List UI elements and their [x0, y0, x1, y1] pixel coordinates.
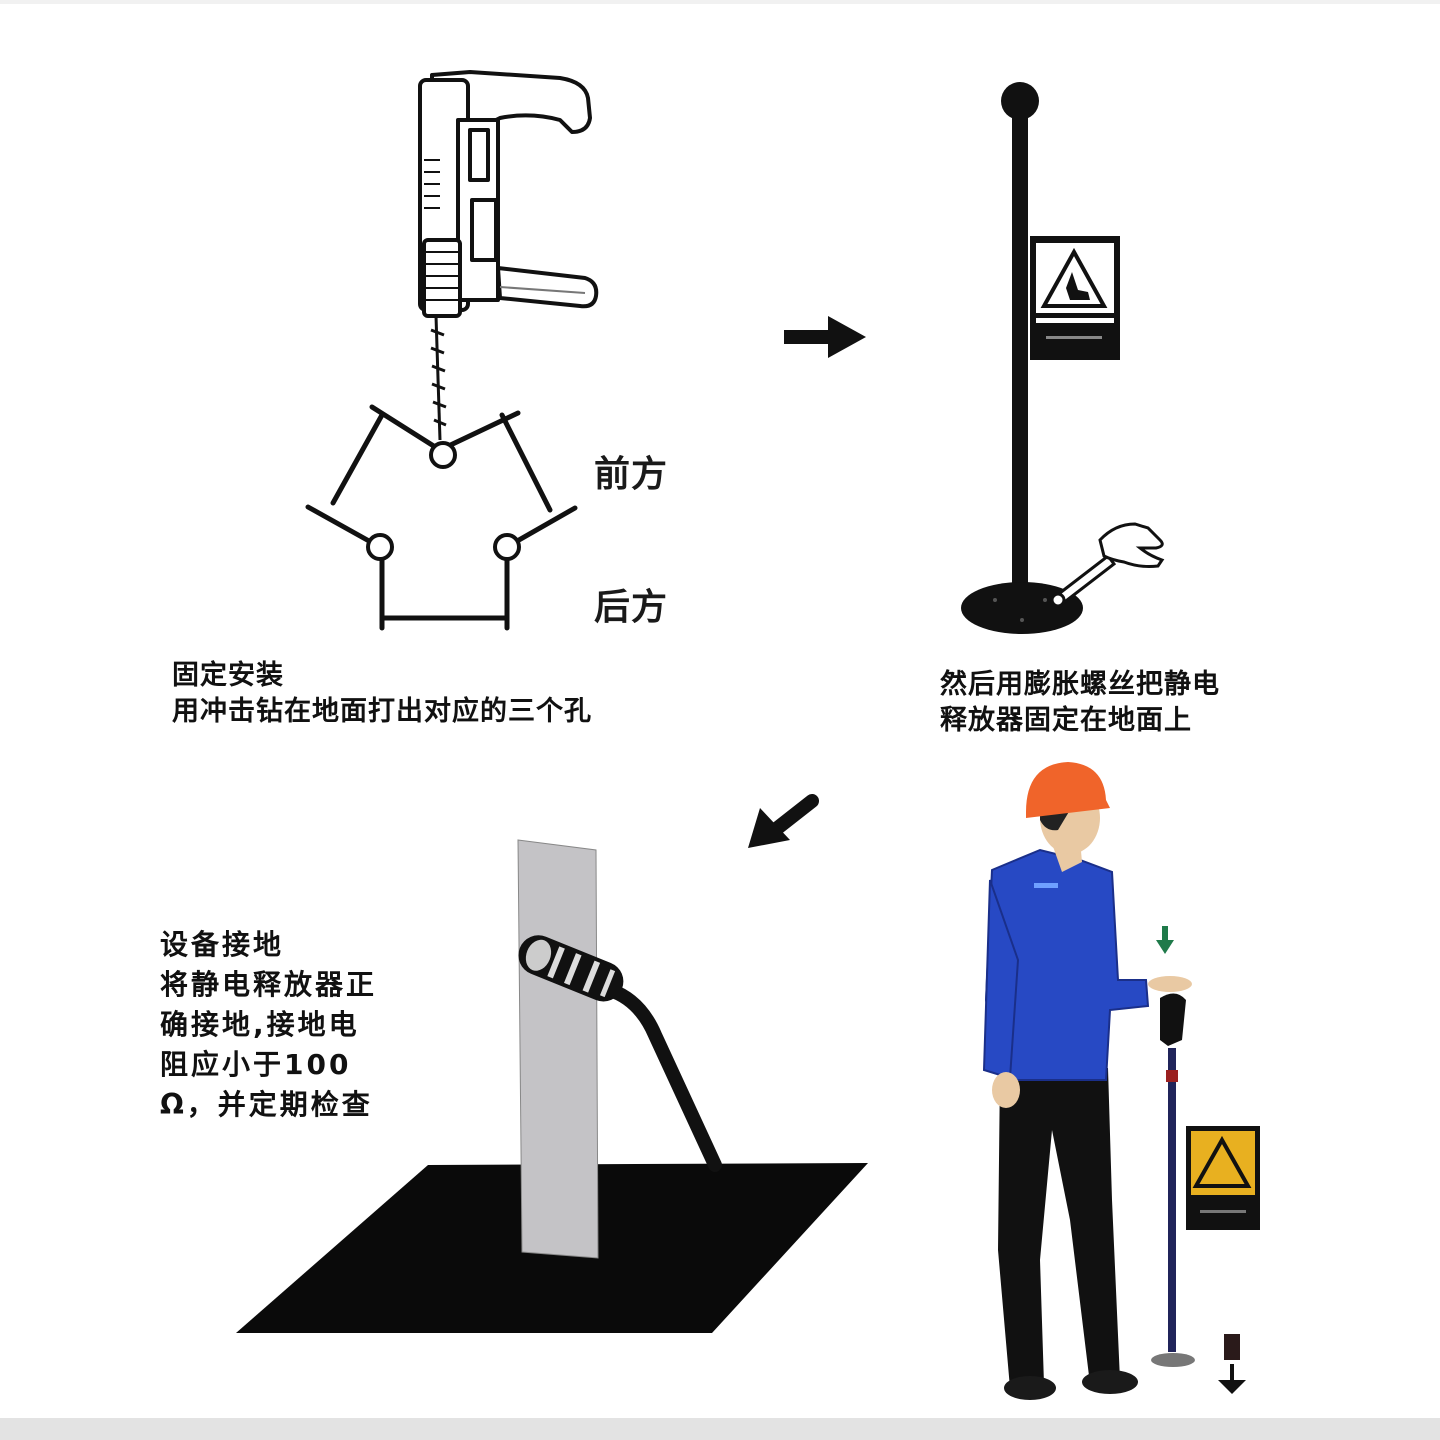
step2-line2: 释放器固定在地面上 — [940, 705, 1192, 736]
bottom-band — [0, 1418, 1440, 1440]
step3-title: 设备接地 — [160, 928, 285, 961]
step1-text: 用冲击钻在地面打出对应的三个孔 — [172, 696, 592, 727]
top-edge — [0, 0, 1440, 4]
step1-title: 固定安装 — [172, 660, 284, 691]
step3-line3: 阻应小于100 — [160, 1048, 352, 1081]
step3-line4: Ω，并定期检查 — [160, 1088, 373, 1121]
step2-caption: 然后用膨胀螺丝把静电 释放器固定在地面上 — [940, 667, 1220, 739]
front-label: 前方 — [594, 454, 669, 495]
step3-line1: 将静电释放器正 — [160, 968, 378, 1001]
step3-line2: 确接地,接地电 — [160, 1008, 360, 1041]
step3-caption: 设备接地 将静电释放器正 确接地,接地电 阻应小于100 Ω，并定期检查 — [160, 925, 377, 1125]
back-label: 后方 — [594, 587, 669, 628]
step2-line1: 然后用膨胀螺丝把静电 — [940, 669, 1220, 700]
step1-caption: 固定安装 用冲击钻在地面打出对应的三个孔 — [172, 658, 592, 730]
